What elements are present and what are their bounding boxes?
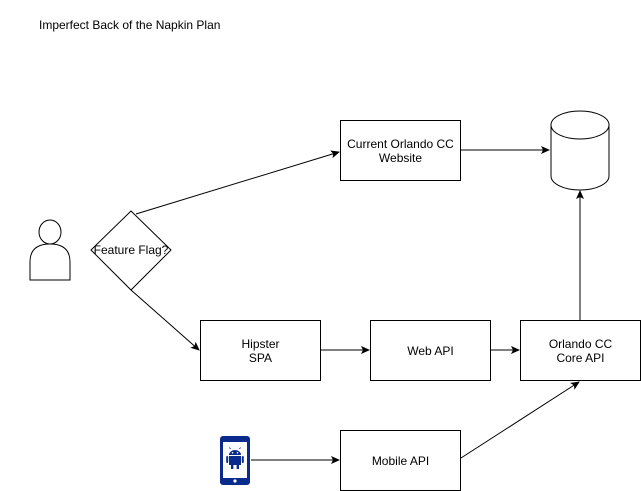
core-api-box: Orlando CC Core API: [520, 320, 641, 381]
mobile-api-box: Mobile API: [340, 430, 461, 491]
feature-flag-label: Feature Flag?: [93, 243, 169, 257]
user-icon: [29, 219, 71, 281]
diagram-title: Imperfect Back of the Napkin Plan: [39, 18, 221, 32]
web-api-box: Web API: [370, 320, 491, 381]
hipster-spa-box: Hipster SPA: [200, 320, 321, 381]
edge-flag-to-hipster-spa: [130, 289, 200, 351]
edge-mobile-api-to-core-api: [460, 381, 580, 459]
android-phone-icon: [220, 436, 250, 485]
database-icon: [550, 110, 610, 191]
edge-flag-to-current-site: [135, 150, 340, 215]
feature-flag-diamond: [90, 210, 172, 291]
current-site-box: Current Orlando CC Website: [340, 120, 461, 181]
